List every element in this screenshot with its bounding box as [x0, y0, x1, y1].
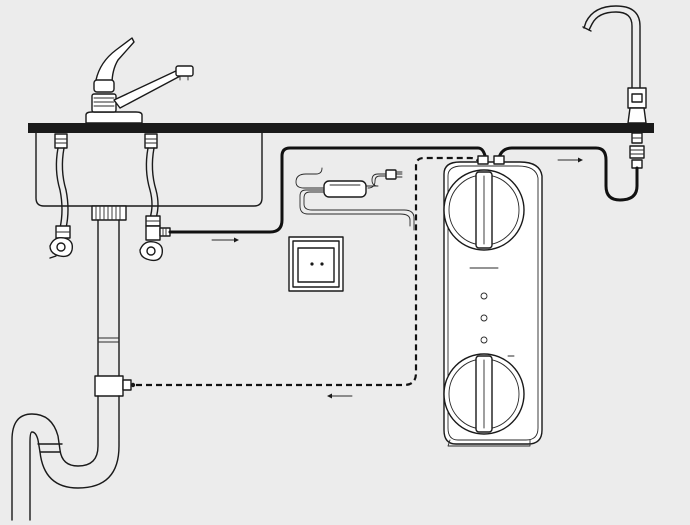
- angle-valve-icon: [139, 225, 171, 262]
- drinking-faucet-icon: [582, 5, 647, 124]
- wall-socket-icon: [288, 236, 344, 292]
- power-adapter-icon: [295, 167, 415, 231]
- supply-hose-left: [54, 133, 71, 239]
- drinking-faucet-connector: [629, 132, 645, 169]
- outlet-line: [496, 146, 639, 202]
- countertop: [28, 123, 654, 133]
- flow-arrow-icon: [211, 237, 239, 243]
- filter-unit-icon: [443, 155, 543, 447]
- inlet-line: [168, 146, 488, 234]
- p-trap-drain-icon: [11, 205, 136, 521]
- flow-arrow-icon: [327, 393, 353, 399]
- flow-arrow-icon: [557, 157, 583, 163]
- supply-hose-right: [144, 133, 161, 227]
- kitchen-faucet-icon: [85, 37, 194, 124]
- sink-basin: [35, 132, 263, 207]
- angle-valve-left: [49, 236, 74, 259]
